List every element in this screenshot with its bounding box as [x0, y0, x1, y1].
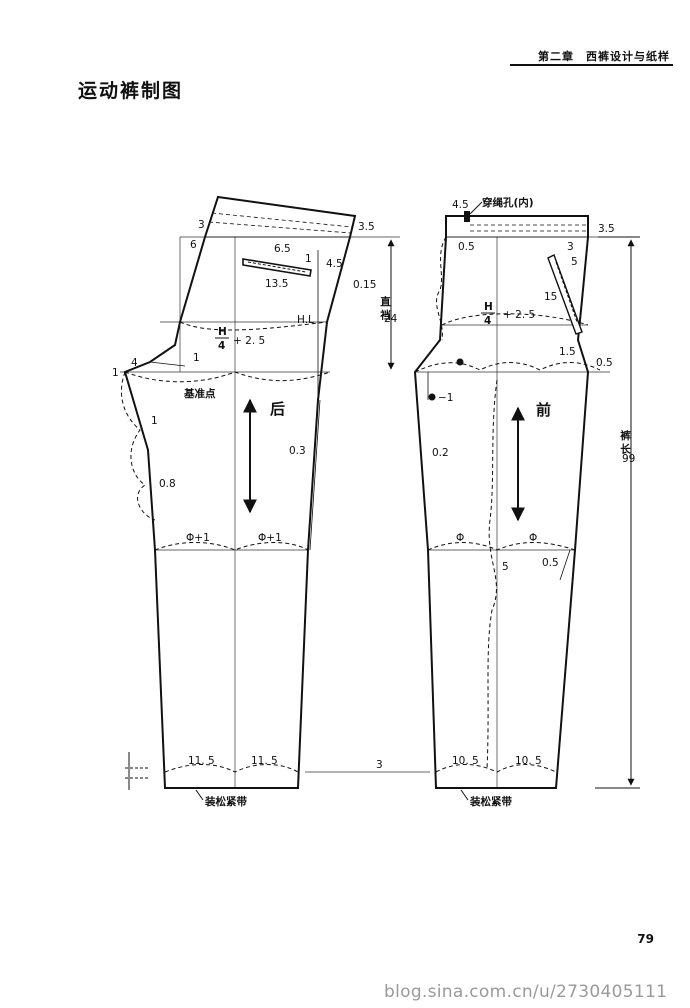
dimension-lines	[387, 236, 640, 789]
front-elastic-label: 装松紧带	[469, 795, 512, 808]
front-elastic-leader	[460, 789, 469, 801]
back-hip-add: + 2. 5	[233, 335, 265, 347]
front-hip-add: + 2. 5	[503, 309, 535, 321]
drawstring-label: 穿绳孔(内)	[482, 196, 534, 209]
front-pocket-right: 5	[571, 256, 578, 268]
back-waist-rise: 3	[198, 219, 205, 231]
length-value: 99	[622, 453, 635, 465]
front-curves	[414, 236, 601, 773]
back-curves	[120, 321, 331, 773]
base-point-label: 基准点	[183, 387, 216, 400]
front-waist-left: 0.5	[458, 241, 475, 253]
hem-band-value: 3	[376, 759, 383, 771]
watermark: blog.sina.com.cn/u/2730405111	[384, 982, 668, 1002]
front-curve-value: 5	[502, 561, 509, 573]
back-waistband-right: 3.5	[358, 221, 375, 233]
front-waistband-right: 3.5	[598, 223, 615, 235]
back-hip-den: 4	[218, 340, 225, 352]
drawstring-leader	[469, 201, 483, 215]
front-pocket-length: 15	[544, 291, 557, 303]
front-crotch-value: −1	[438, 392, 453, 404]
back-crotch-ext: 4	[131, 357, 138, 369]
back-pocket-right: 4.5	[326, 258, 343, 270]
back-hem-left: 11. 5	[188, 755, 215, 767]
back-panel-name: 后	[270, 400, 285, 418]
front-knee-right: Φ	[529, 532, 537, 544]
front-pocket	[547, 254, 583, 335]
front-panel-name: 前	[536, 401, 551, 419]
front-drawstring-width: 4.5	[452, 199, 469, 211]
front-side-ext: 0.5	[596, 357, 613, 369]
hem-stub	[125, 752, 150, 790]
back-panel-outline	[123, 195, 357, 789]
back-elastic-leader	[195, 789, 204, 801]
back-elastic-label: 装松紧带	[204, 795, 247, 808]
back-waistband	[205, 212, 353, 238]
back-crotch-side: 1	[112, 367, 119, 379]
back-knee-right: Φ+1	[258, 532, 282, 544]
back-inseam-1: 1	[151, 415, 158, 427]
back-hem-right: 11. 5	[251, 755, 278, 767]
back-inner-lines	[149, 250, 321, 551]
front-hip-den: 4	[484, 315, 491, 327]
back-side-value: 0.15	[353, 279, 376, 291]
back-inseam-2: 0.8	[159, 478, 176, 490]
front-inseam: 0.2	[432, 447, 449, 459]
front-pocket-bottom: 1.5	[559, 346, 576, 358]
back-side-seam: 0.3	[289, 445, 306, 457]
back-pocket-length: 13.5	[265, 278, 288, 290]
back-hip-num: H	[218, 326, 227, 338]
back-knee-left: Φ+1	[186, 532, 210, 544]
front-inner-lines	[427, 372, 571, 581]
back-pocket-slope: 1	[305, 253, 312, 265]
back-pocket-width: 6.5	[274, 243, 291, 255]
back-pocket	[242, 258, 312, 277]
front-knee-side: 0.5	[542, 557, 559, 569]
page-number: 79	[637, 932, 654, 946]
front-hip-num: H	[484, 301, 493, 313]
page-title: 运动裤制图	[78, 80, 184, 102]
rise-label-1: 直裆	[379, 295, 391, 323]
back-crotch-drop: 1	[193, 352, 200, 364]
rise-value: 24	[384, 313, 398, 325]
drawstring-hole	[464, 211, 470, 222]
header-rule	[510, 64, 673, 66]
front-panel-outline	[413, 215, 590, 789]
back-waist-left: 6	[190, 239, 197, 251]
front-pocket-top: 3	[567, 241, 574, 253]
hip-line-label: H.L	[297, 314, 314, 326]
front-hem-left: 10. 5	[452, 755, 479, 767]
front-knee-left: Φ	[456, 532, 464, 544]
crotch-marker	[428, 393, 436, 401]
chapter-header: 第二章 西裤设计与纸样	[538, 50, 670, 63]
front-hem-right: 10. 5	[515, 755, 542, 767]
length-label: 裤长	[619, 429, 631, 457]
front-waistband	[446, 224, 588, 238]
front-point-marker	[456, 358, 464, 366]
